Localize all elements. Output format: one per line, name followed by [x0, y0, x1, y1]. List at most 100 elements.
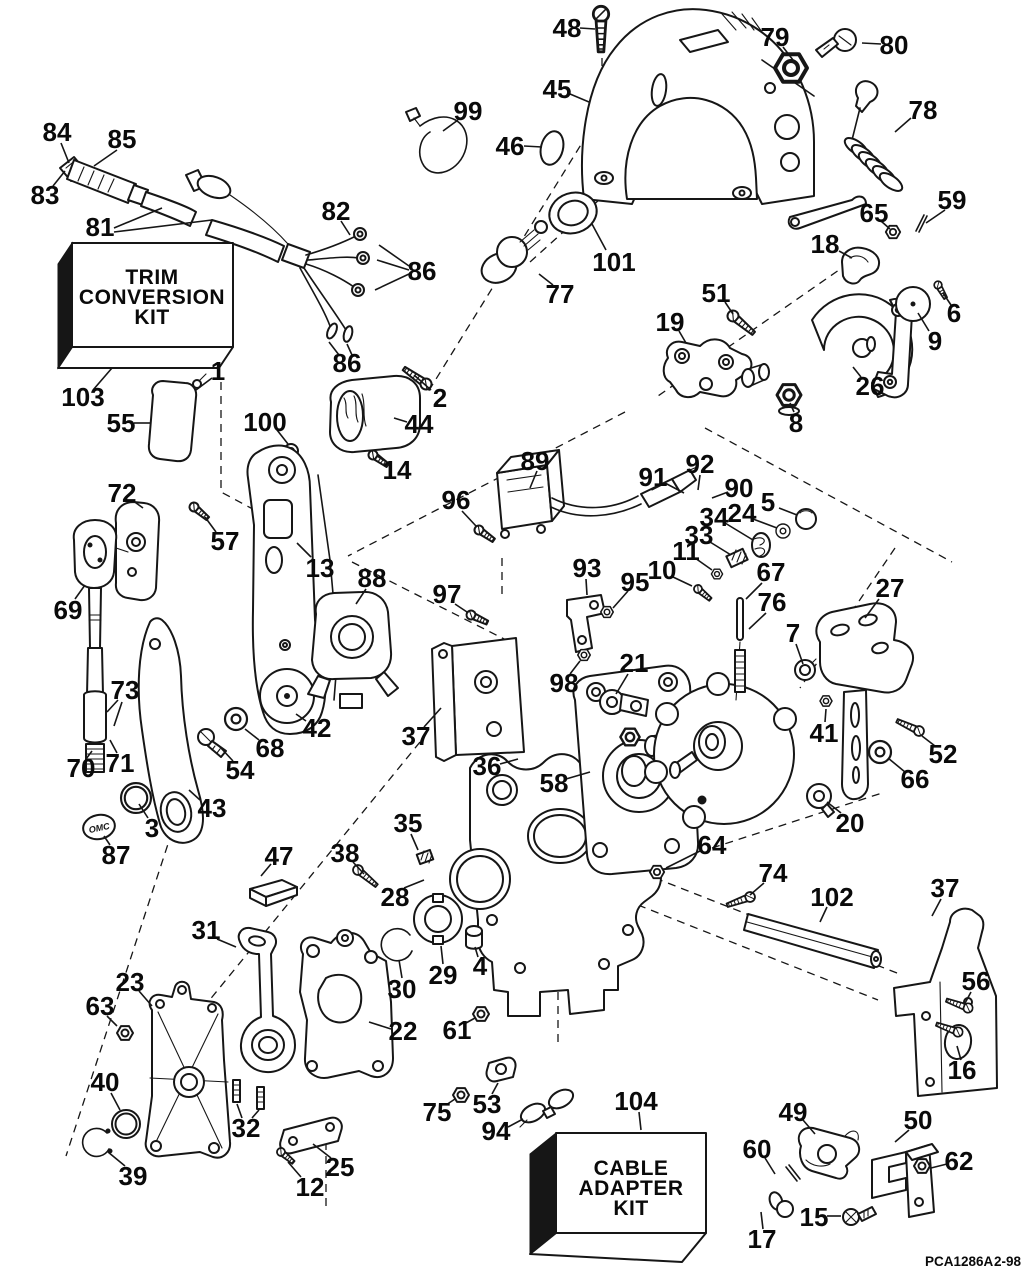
housing-plate-22 — [299, 929, 394, 1079]
washer-66 — [867, 739, 893, 765]
part-label-3: 3 — [145, 813, 159, 843]
leader-line-19 — [678, 330, 687, 344]
part-label-26: 26 — [856, 371, 885, 401]
part-label-91: 91 — [639, 462, 668, 492]
c-ring-30 — [380, 927, 413, 962]
part-label-99: 99 — [454, 96, 483, 126]
housing-screw-48 — [591, 4, 611, 54]
bolt-80 — [815, 28, 857, 58]
leader-line-13 — [296, 542, 312, 558]
part-label-80: 80 — [880, 30, 909, 60]
clamp-block-53 — [485, 1056, 517, 1083]
screw-97 — [464, 608, 491, 628]
leader-line-22 — [368, 1021, 392, 1030]
leader-line-25 — [312, 1143, 332, 1159]
leader-line-88 — [355, 588, 367, 605]
fork-bracket-50 — [871, 1143, 939, 1218]
anchor-bracket-27 — [815, 602, 914, 801]
part-label-98: 98 — [550, 668, 579, 698]
leader-line-84 — [60, 142, 70, 164]
leader-line-32 — [236, 1103, 243, 1119]
part-label-76: 76 — [758, 587, 787, 617]
part-label-82: 82 — [322, 196, 351, 226]
pin-67 — [736, 597, 744, 641]
collar-29 — [413, 893, 463, 945]
leader-line-78 — [894, 117, 912, 133]
leader-line-64 — [665, 850, 701, 869]
part-label-11: 11 — [672, 536, 700, 566]
leader-line-17 — [760, 1211, 764, 1230]
part-label-40: 40 — [91, 1067, 120, 1097]
shaft-102 — [743, 913, 882, 969]
nut-63 — [116, 1025, 134, 1041]
part-label-102: 102 — [810, 882, 853, 912]
part-label-42: 42 — [303, 713, 332, 743]
part-label-50: 50 — [904, 1105, 933, 1135]
part-label-54: 54 — [226, 755, 255, 785]
leader-line-7 — [795, 643, 804, 665]
part-label-74: 74 — [759, 858, 788, 888]
leader-line-18 — [838, 250, 853, 259]
control-lever-42 — [246, 444, 339, 735]
nut-61 — [472, 1006, 490, 1022]
part-label-101: 101 — [592, 247, 635, 277]
leader-line-70 — [85, 750, 93, 760]
omc-logo-text: OMC — [88, 821, 111, 835]
part-label-12: 12 — [296, 1172, 325, 1202]
leader-line-53 — [491, 1082, 499, 1095]
part-label-89: 89 — [521, 446, 550, 476]
leader-line-41 — [824, 708, 827, 723]
part-label-81: 81 — [86, 212, 115, 242]
part-label-86: 86 — [333, 348, 362, 378]
part-label-33: 33 — [685, 520, 714, 550]
leader-line-57 — [204, 516, 217, 533]
part-label-95: 95 — [621, 567, 650, 597]
handle-arm-43 — [137, 617, 204, 844]
part-label-70: 70 — [67, 753, 96, 783]
leader-line-2 — [413, 374, 432, 391]
cable-guide-88 — [307, 590, 399, 709]
knob-55 — [147, 373, 207, 463]
leader-line-6 — [942, 292, 952, 306]
part-label-7: 7 — [786, 618, 800, 648]
part-label-71: 71 — [106, 748, 135, 778]
link-arm-31 — [237, 926, 296, 1074]
leader-line-29 — [440, 945, 444, 965]
leader-line-92 — [697, 474, 701, 491]
trim-kit-line-1: TRIM — [125, 266, 178, 289]
bushing-20 — [806, 783, 835, 818]
part-label-24: 24 — [728, 498, 757, 528]
part-label-14: 14 — [383, 455, 412, 485]
part-label-52: 52 — [929, 739, 958, 769]
leader-line-93 — [585, 578, 588, 596]
leader-line-62 — [930, 1163, 948, 1169]
leader-line-56 — [963, 991, 972, 1006]
retainer-clip-94 — [519, 1088, 575, 1128]
lock-washer-7 — [794, 658, 817, 681]
cable-kit-line-2: ADAPTER — [578, 1177, 683, 1200]
leader-line-66 — [887, 757, 906, 773]
part-label-4: 4 — [473, 951, 488, 981]
part-label-41: 41 — [810, 718, 839, 748]
leader-line-36 — [499, 758, 519, 765]
leader-line-86 — [346, 343, 353, 356]
plug-4 — [465, 925, 483, 950]
nut-62 — [913, 1158, 931, 1174]
neutral-switch-89 — [496, 449, 642, 539]
leader-line-11 — [694, 557, 713, 571]
leader-line-91 — [664, 482, 685, 494]
mount-bracket-23 — [144, 980, 232, 1159]
leader-line-33 — [709, 541, 732, 556]
part-label-77: 77 — [546, 279, 575, 309]
screw-52 — [893, 715, 927, 739]
part-label-17: 17 — [748, 1224, 777, 1254]
leader-line-54 — [219, 746, 234, 762]
nut-98 — [576, 648, 592, 662]
part-label-36: 36 — [473, 751, 502, 781]
plug-77 — [480, 220, 548, 284]
part-label-93: 93 — [573, 553, 602, 583]
bracket-93 — [566, 594, 606, 653]
disc-9 — [895, 286, 931, 322]
